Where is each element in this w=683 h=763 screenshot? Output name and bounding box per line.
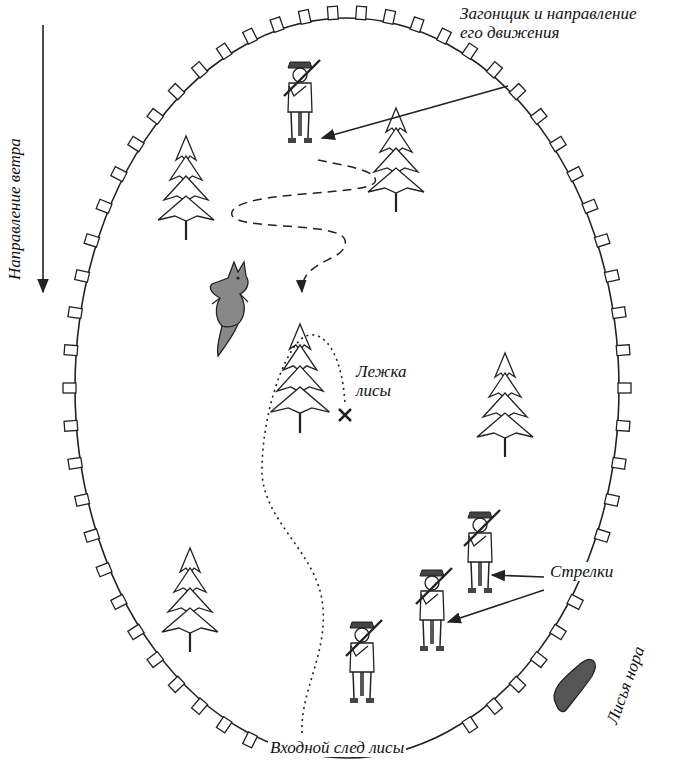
leader-arrow bbox=[492, 575, 544, 577]
flag bbox=[68, 457, 82, 469]
flag bbox=[594, 529, 609, 542]
flag bbox=[462, 717, 478, 733]
track-label: Входной след лисы bbox=[268, 738, 406, 757]
wind-label: Направление ветра bbox=[5, 136, 24, 282]
spruce-tree bbox=[158, 136, 214, 240]
flag bbox=[618, 383, 631, 393]
flag bbox=[84, 234, 99, 247]
flag bbox=[604, 494, 619, 507]
flag bbox=[64, 345, 78, 356]
people bbox=[284, 60, 500, 703]
flag bbox=[168, 676, 184, 692]
flag bbox=[84, 529, 99, 542]
flag bbox=[410, 17, 424, 33]
flag bbox=[75, 270, 90, 283]
flag bbox=[486, 62, 502, 78]
flag bbox=[147, 109, 163, 125]
flag bbox=[383, 9, 395, 24]
beater-figure bbox=[284, 60, 320, 143]
leader-arrow bbox=[448, 590, 544, 622]
flag bbox=[616, 420, 630, 431]
flag bbox=[68, 307, 82, 319]
flag bbox=[111, 167, 127, 182]
shooter-figure bbox=[464, 510, 500, 593]
flag bbox=[147, 652, 163, 668]
flag bbox=[96, 563, 112, 577]
flag bbox=[567, 167, 583, 182]
flag bbox=[567, 594, 583, 609]
lair-mark bbox=[339, 409, 351, 421]
burrow-label: Лисья нора bbox=[602, 642, 649, 729]
flag bbox=[612, 307, 626, 319]
flag bbox=[356, 6, 367, 20]
flag bbox=[486, 698, 502, 714]
leader-arrow bbox=[322, 86, 508, 138]
flag bbox=[216, 43, 232, 59]
flag bbox=[327, 6, 338, 20]
spruce-tree bbox=[162, 548, 218, 652]
spruce-tree bbox=[271, 324, 330, 433]
fox-track bbox=[262, 335, 345, 733]
flag bbox=[168, 84, 184, 100]
lair-label: Лежка лисы bbox=[354, 362, 416, 400]
flag bbox=[531, 109, 547, 125]
flag bbox=[604, 270, 619, 283]
flag bbox=[63, 383, 76, 393]
flag bbox=[612, 457, 626, 469]
flag bbox=[509, 84, 525, 100]
flag bbox=[111, 594, 127, 609]
fox-burrow bbox=[554, 660, 595, 712]
flag bbox=[96, 199, 112, 213]
flag bbox=[192, 62, 208, 78]
flag-line bbox=[75, 18, 619, 758]
flag bbox=[128, 136, 144, 151]
flag bbox=[582, 199, 598, 213]
wind-arrow bbox=[42, 25, 44, 292]
flag bbox=[128, 624, 144, 639]
flag bbox=[243, 28, 258, 44]
spruce-tree bbox=[477, 353, 533, 457]
flag bbox=[462, 43, 478, 59]
beater-label: Загонщик и направление его движения bbox=[458, 4, 640, 42]
flag bbox=[216, 717, 232, 733]
shooter-figure bbox=[346, 620, 382, 703]
fox bbox=[210, 262, 248, 356]
flags bbox=[63, 6, 631, 748]
flag bbox=[509, 676, 525, 692]
flag bbox=[616, 345, 630, 356]
flag bbox=[64, 420, 78, 431]
beater-path bbox=[232, 160, 376, 292]
flag bbox=[75, 494, 90, 507]
flag bbox=[531, 652, 547, 668]
flag bbox=[550, 624, 566, 639]
trees bbox=[158, 108, 533, 652]
flag bbox=[270, 17, 284, 33]
shooters-label: Стрелки bbox=[548, 562, 615, 581]
flag bbox=[192, 698, 208, 714]
flag bbox=[243, 732, 258, 748]
flag bbox=[550, 136, 566, 151]
flag bbox=[298, 9, 310, 24]
flag bbox=[594, 234, 609, 247]
flag bbox=[437, 28, 452, 44]
shooter-figure bbox=[416, 568, 452, 651]
